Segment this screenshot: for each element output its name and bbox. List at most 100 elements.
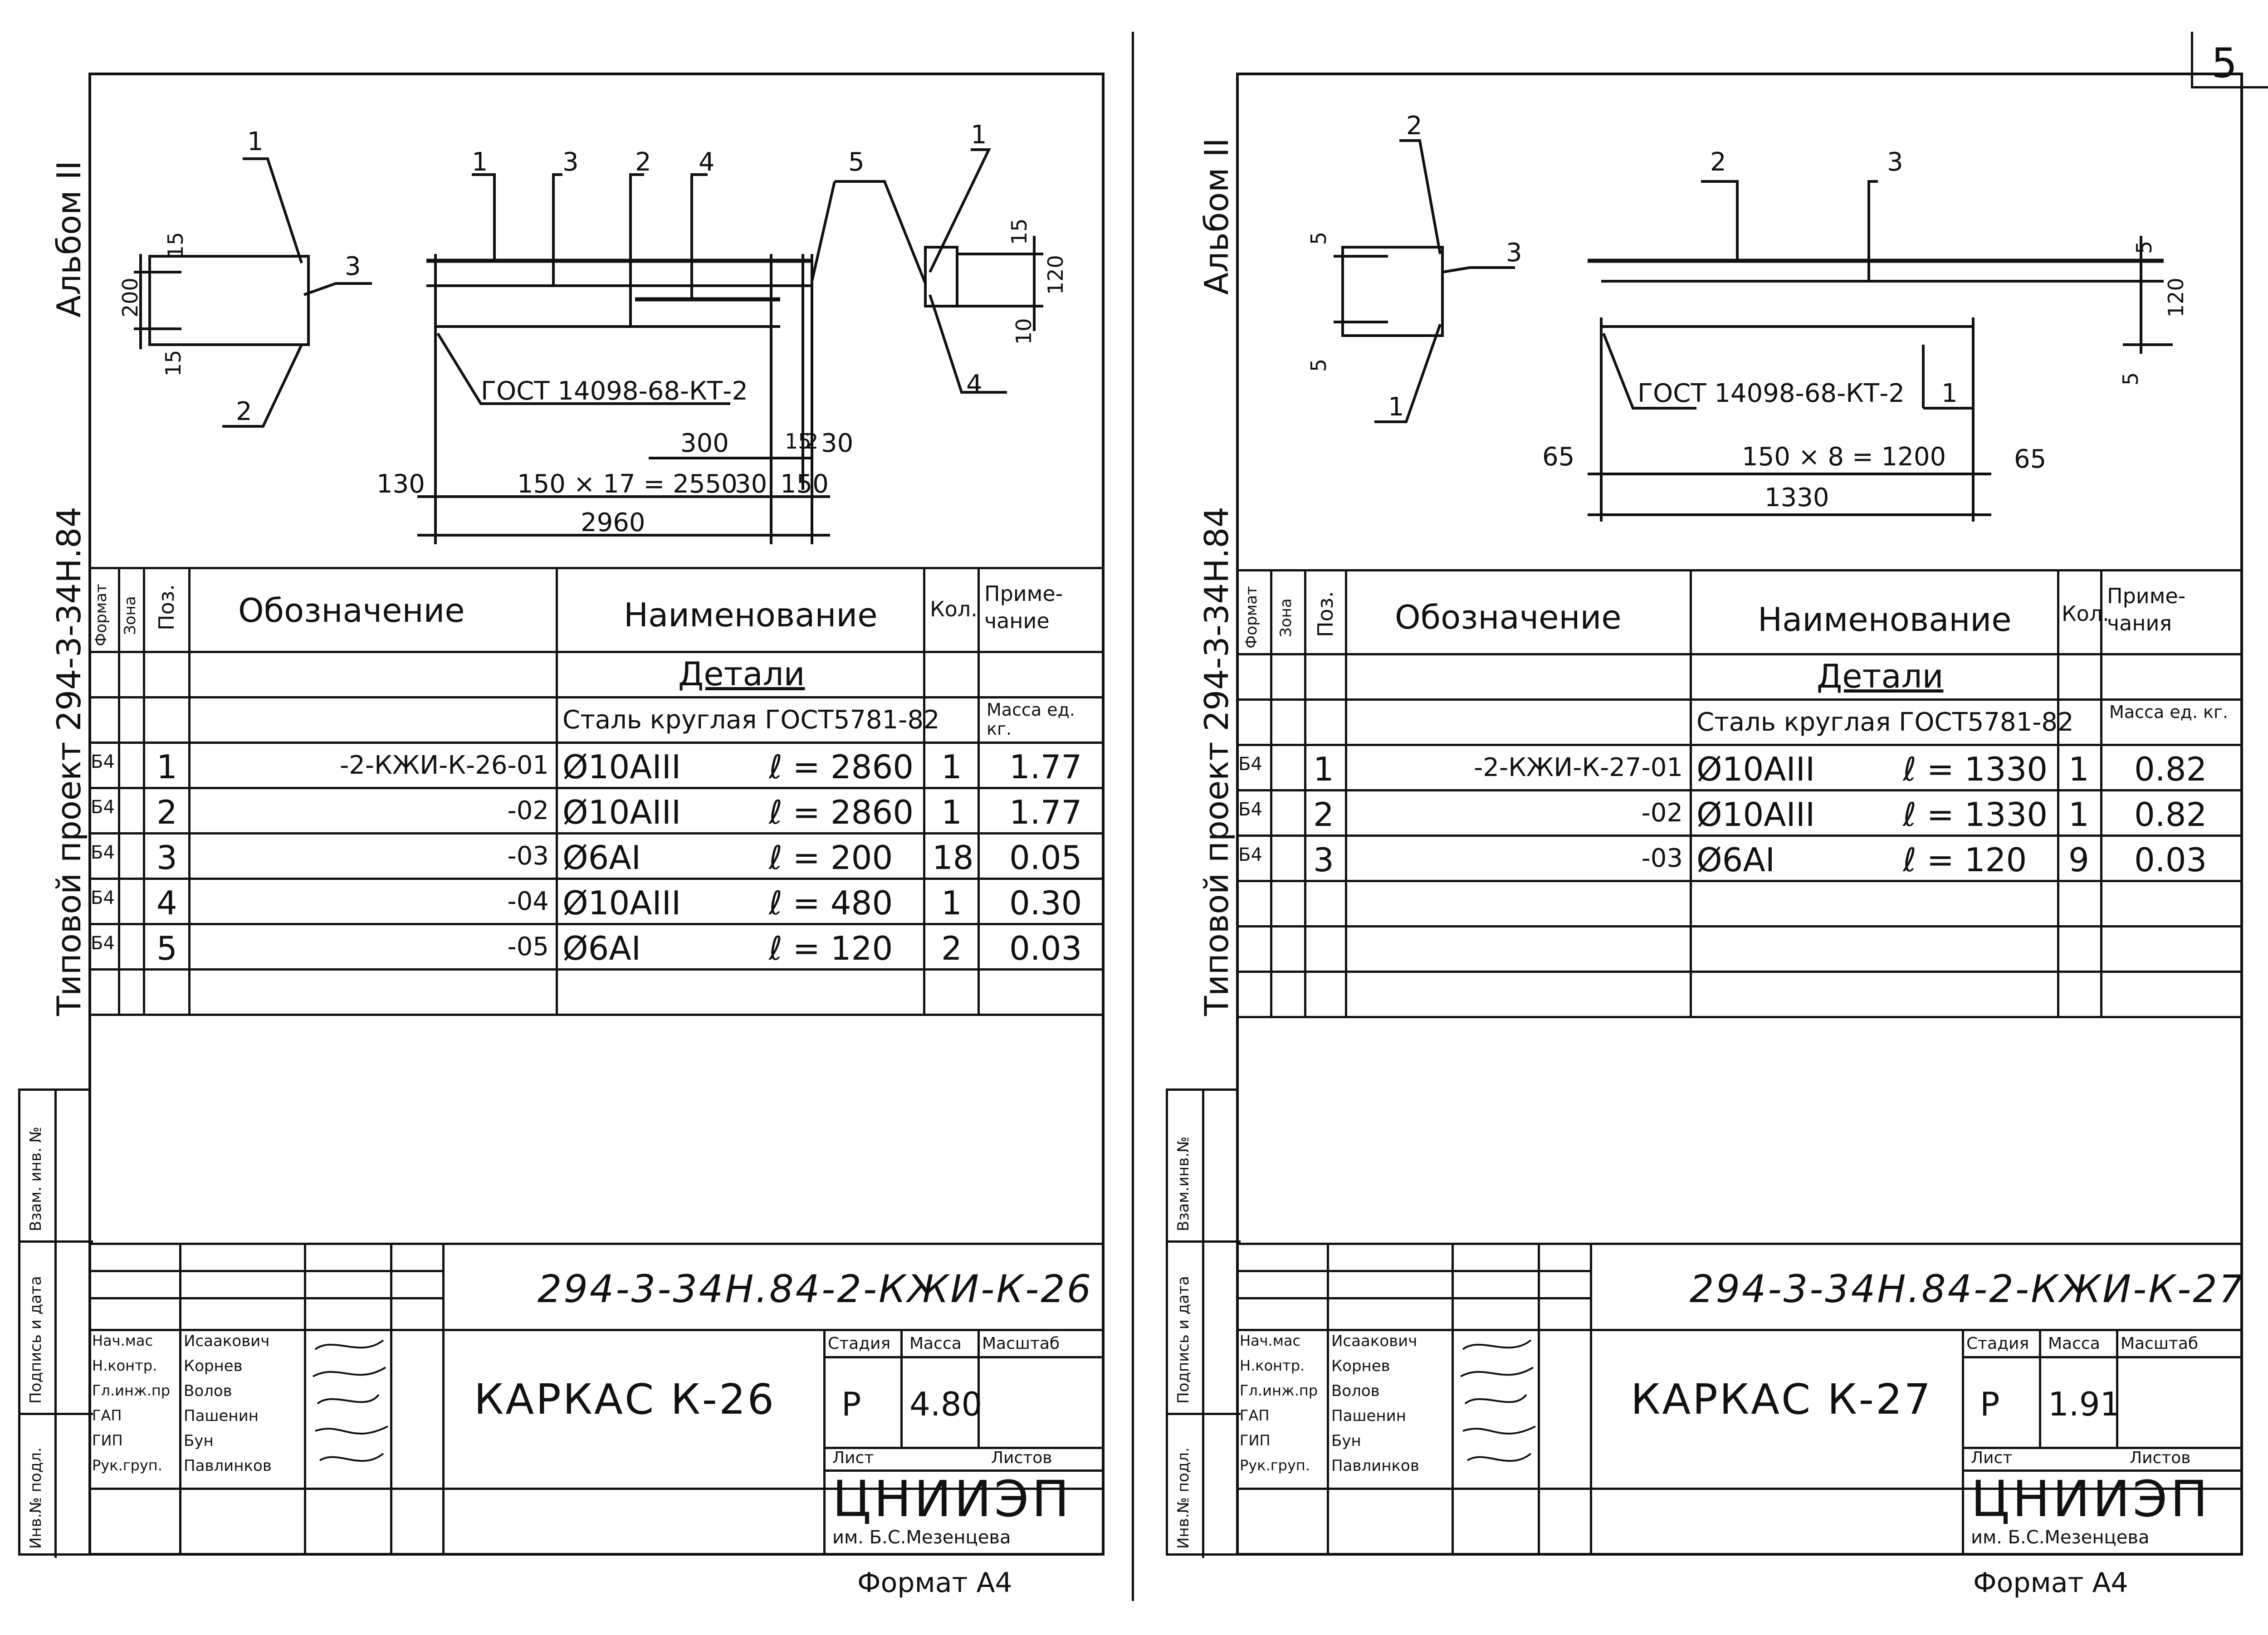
stage-value: Р [841,1385,861,1423]
dim-label: 120 [1043,255,1068,295]
col-header-zone: Зона [1277,598,1295,637]
row-pos: 1 [156,748,177,786]
row-qty: 1 [2068,750,2089,788]
role: Гл.инж.пр [1240,1382,1318,1399]
pos-label: 2 [1710,147,1726,177]
signature-scribbles [1460,1339,1536,1462]
row-format: Б4 [1238,754,1262,775]
dim-label: 1330 [1765,483,1829,512]
dim-label: 2 [805,429,819,454]
col-header-qty: Кол. [2062,601,2109,626]
stage-value: Р [1980,1385,2000,1423]
sheet-k27: Альбом II Типовой проект 294-3-34Н.84 [1152,0,2268,1635]
row-mass: 0.05 [1009,839,1082,877]
dim-label: 15 [161,350,186,376]
person-name: Пашенин [184,1407,259,1425]
row-length: ℓ = 2860 [769,793,914,831]
mass-value: 1.91 [2048,1385,2121,1423]
person-name: Корнев [1331,1357,1390,1375]
pos-label: 4 [699,147,715,177]
format-label: Формат А4 [857,1567,1012,1599]
side-stamp-sign: Подпись и дата [27,1276,45,1404]
row-format: Б4 [1238,844,1262,865]
drawing-title: КАРКАС К-26 [474,1375,776,1424]
row-name: Ø6АI [562,839,641,877]
side-stamp: Инв.№ подл. Подпись и дата Взам. инв. № [18,1088,93,1558]
row-code: -05 [507,932,549,961]
sheet-head: Лист [832,1449,874,1467]
row-pos: 2 [156,793,177,831]
row-mass: 0.03 [2134,841,2207,879]
page-number-box: 5 [2191,32,2268,88]
org-subtitle: им. Б.С.Мезенцева [832,1527,1011,1548]
dim-label: 30 [821,429,854,458]
row-pos: 1 [1313,750,1334,788]
dim-label: 5 [2118,372,2143,386]
row-mass: 0.82 [2134,796,2207,834]
signature-scribbles [313,1339,388,1462]
note-mass-head: Масса ед. кг. [987,700,1075,739]
dim-label: 15 [785,429,811,454]
person-name: Волов [1331,1382,1380,1400]
row-qty: 9 [2068,841,2089,879]
dim-label: 130 [376,469,425,499]
person-name: Корнев [184,1357,243,1375]
side-stamp-sign: Подпись и дата [1174,1276,1193,1404]
mass-value: 4.80 [909,1385,982,1423]
row-code: -02 [507,796,549,825]
col-header-pos: Поз. [154,584,179,630]
dim-label: 150 [780,469,829,499]
doc-code: 294-3-34Н.84-2-КЖИ-К-26 [538,1267,1093,1311]
side-stamp: Инв.№ подл. Подпись и дата Взам.инв.№ [1166,1088,1241,1558]
side-stamp-inv: Инв.№ подл. [27,1447,45,1549]
role: Рук.груп. [1240,1457,1310,1474]
title-block: 294-3-34Н.84-2-КЖИ-К-27 КАРКАС К-27 Стад… [1236,1243,2243,1556]
sheet-frame [88,73,1105,1556]
gost-callout: ГОСТ 14098-68-КТ-2 [481,376,748,406]
dim-label: 300 [680,429,729,458]
row-name: Ø10АIII [562,748,681,786]
row-name: Ø10АIII [562,884,681,922]
side-stamp-replace: Взам.инв.№ [1174,1136,1193,1231]
sheet-divider [1132,32,1134,1601]
role: ГИП [92,1432,123,1449]
row-qty: 1 [2068,796,2089,834]
person-name: Исаакович [1331,1332,1418,1350]
col-header-format: Формат [1242,586,1261,649]
doc-code: 294-3-34Н.84-2-КЖИ-К-27 [1690,1267,2245,1311]
spec-table: Формат Зона Поз. Обозначение Наименовани… [1236,569,2243,1018]
role: Нач.мас [92,1332,153,1349]
dim-label: 5 [1306,231,1331,245]
row-mass: 1.77 [1009,748,1082,786]
dim-label: 30 [735,469,767,499]
row-qty: 1 [941,748,962,786]
row-mass: 0.03 [1009,929,1082,967]
org-name: ЦНИИЭП [1971,1470,2211,1528]
pos-label: 2 [635,147,651,177]
section-title: Детали [678,655,805,693]
title-block: 294-3-34Н.84-2-КЖИ-К-26 КАРКАС К-26 Стад… [88,1243,1105,1556]
row-length: ℓ = 200 [769,839,893,877]
pos-label: 3 [1887,147,1903,177]
dim-label: 200 [118,278,142,317]
row-qty: 18 [932,839,974,877]
gost-callout: ГОСТ 14098-68-КТ-2 [1637,379,1905,408]
note-mass-head: Масса ед. кг. [2109,702,2229,722]
material-label: Сталь круглая ГОСТ5781-82 [1696,708,2074,737]
role: Рук.груп. [92,1457,162,1474]
row-name: Ø10АIII [1696,750,1815,788]
drawing-k26 [134,148,1043,544]
row-qty: 1 [941,793,962,831]
person-name: Пашенин [1331,1407,1406,1425]
format-label: Формат А4 [1973,1567,2128,1599]
scale-head: Масштаб [2121,1334,2199,1353]
dim-label: 15 [163,232,188,259]
side-stamp-inv: Инв.№ подл. [1174,1447,1193,1549]
pos-label: 2 [236,397,252,426]
person-name: Бун [184,1432,214,1450]
row-code: -02 [1641,798,1683,828]
row-length: ℓ = 1330 [1903,750,2048,788]
pos-label: 1 [472,147,488,177]
stage-head: Стадия [828,1334,891,1353]
pos-label: 1 [247,127,264,156]
